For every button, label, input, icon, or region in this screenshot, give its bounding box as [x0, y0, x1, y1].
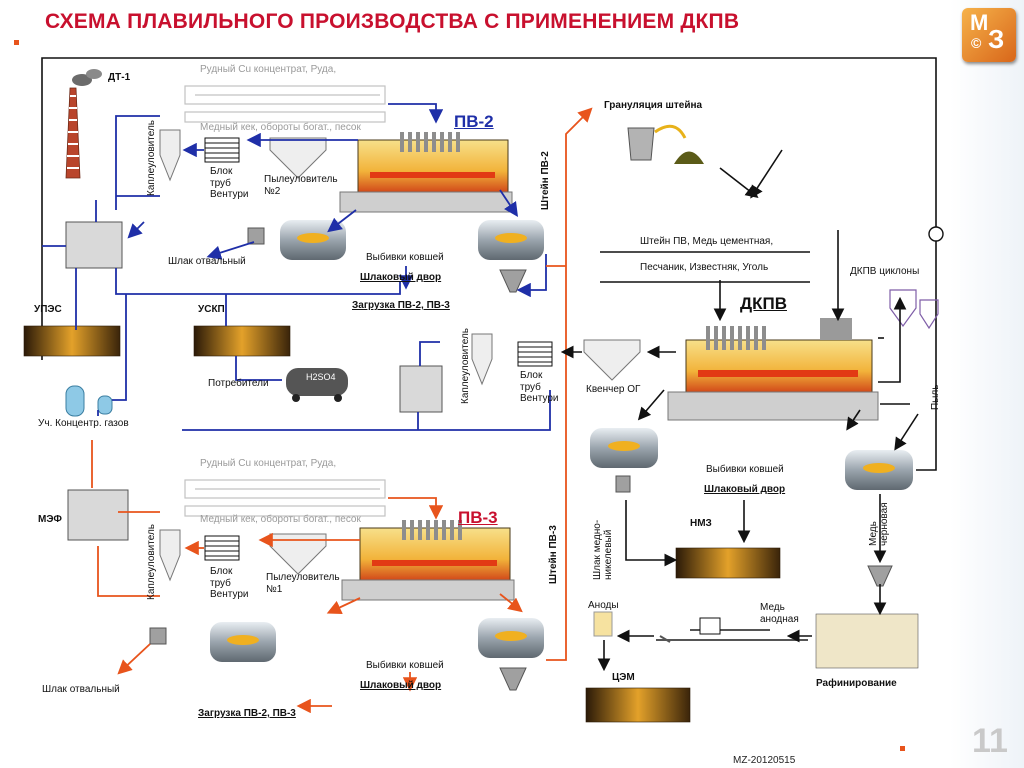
furnace-dkpv	[667, 318, 879, 421]
anode-bucket	[593, 611, 613, 637]
label-drop-catcher-3: Каплеуловитель	[146, 523, 157, 600]
label-blister-copper: Медь черновая	[868, 502, 890, 546]
label-slag-yard-1: Шлаковый двор	[360, 272, 442, 283]
label-charge-line2: Песчаник, Известняк, Уголь	[640, 262, 769, 273]
acid-tank-car	[286, 368, 348, 402]
label-drop-catcher-2: Каплеуловитель	[460, 327, 471, 404]
label-charge-line1: Штейн ПВ, Медь цементная,	[640, 236, 774, 247]
venturi-blocks	[204, 137, 553, 561]
label-ladle-knock-1: Выбивки ковшей	[366, 252, 444, 263]
plant-buildings	[23, 325, 919, 723]
label-dt1: ДТ-1	[108, 72, 131, 83]
label-slag-yard-dkpv: Шлаковый двор	[704, 484, 786, 495]
logo-copyright-icon: ©	[971, 35, 982, 51]
label-ladle-knock-2: Выбивки ковшей	[366, 660, 444, 671]
label-quencher: Квенчер ОГ	[586, 384, 641, 395]
casting-hood	[699, 617, 721, 635]
label-nmz: НМЗ	[690, 518, 712, 529]
label-pv3: ПВ-3	[458, 508, 498, 527]
page-number: 11	[972, 722, 1008, 760]
label-load-pv-2: Загрузка ПВ-2, ПВ-3	[198, 708, 296, 719]
anode-casting-wheel	[656, 629, 808, 643]
label-venturi-2: Блок труб Вентури	[520, 370, 559, 404]
label-slag-dump-2: Шлак отвальный	[42, 684, 120, 695]
label-refining: Рафинирование	[816, 678, 897, 689]
label-dkpv-cyclones: ДКПВ циклоны	[850, 266, 920, 277]
label-load-pv-1: Загрузка ПВ-2, ПВ-3	[352, 300, 450, 311]
loop-valve-icon	[928, 226, 944, 242]
label-dust-catcher-2: Пылеуловитель №2	[264, 174, 338, 197]
label-granulation: Грануляция штейна	[604, 100, 703, 111]
label-uskp: УСКП	[198, 304, 225, 315]
right-side-panel	[950, 0, 1024, 768]
label-anode-copper: Медь анодная	[760, 602, 799, 625]
label-drop-catcher-1: Каплеуловитель	[146, 119, 157, 196]
label-mef: МЭФ	[38, 514, 62, 525]
label-upes: УПЭС	[34, 304, 62, 315]
label-slag-yard-2: Шлаковый двор	[360, 680, 442, 691]
page-title: СХЕМА ПЛАВИЛЬНОГО ПРОИЗВОДСТВА С ПРИМЕНЕ…	[45, 10, 740, 33]
gas-tanks	[65, 385, 113, 417]
label-dust: Пыль	[930, 384, 941, 410]
label-dkpv: ДКПВ	[740, 294, 787, 313]
furnace-pv3	[341, 520, 515, 601]
label-venturi-1: Блок труб Вентури	[210, 166, 249, 200]
filter-banks	[65, 221, 443, 541]
label-pv2: ПВ-2	[454, 112, 494, 131]
label-matte-pv2: Штейн ПВ-2	[540, 151, 551, 210]
granulation-icons	[627, 124, 704, 164]
label-h2so4: H2SO4	[306, 372, 336, 382]
label-cu-ni-slag: Шлак медно- никелевый	[592, 519, 614, 580]
label-consumers: Потребители	[208, 378, 269, 389]
label-gas-concentration: Уч. Концентр. газов	[38, 418, 129, 429]
label-venturi-3: Блок труб Вентури	[210, 566, 249, 600]
label-ore-bottom: Рудный Cu концентрат, Руда,	[200, 458, 337, 469]
label-ladle-knock-dkpv: Выбивки ковшей	[706, 464, 784, 475]
feed-conveyor-pv2	[184, 85, 386, 123]
spout-icons	[149, 227, 893, 691]
label-anodes: Аноды	[588, 600, 619, 611]
drop-catcher-cones	[159, 129, 641, 582]
dkpv-cyclones	[889, 289, 939, 330]
label-ore-top: Рудный Cu концентрат, Руда,	[200, 64, 337, 75]
label-cem: ЦЭМ	[612, 672, 635, 683]
footer-code: MZ-20120515	[733, 755, 796, 766]
decor-square	[14, 40, 19, 45]
label-slag-dump-1: Шлак отвальный	[168, 256, 246, 267]
ladle-drums	[210, 220, 913, 662]
feed-conveyor-pv3	[184, 479, 386, 517]
label-dust-catcher-1: Пылеуловитель №1	[266, 572, 340, 595]
label-matte-pv3: Штейн ПВ-3	[548, 525, 559, 584]
logo-letter-m: М	[970, 10, 989, 35]
company-logo: М З ©	[962, 8, 1016, 62]
label-cake-top: Медный кек, обороты богат., песок	[200, 122, 361, 133]
furnace-pv2	[339, 132, 513, 213]
chimney-icon	[65, 69, 102, 179]
decor-square	[900, 746, 905, 751]
label-cake-bottom: Медный кек, обороты богат., песок	[200, 514, 361, 525]
logo-letter-z: З	[988, 24, 1005, 54]
